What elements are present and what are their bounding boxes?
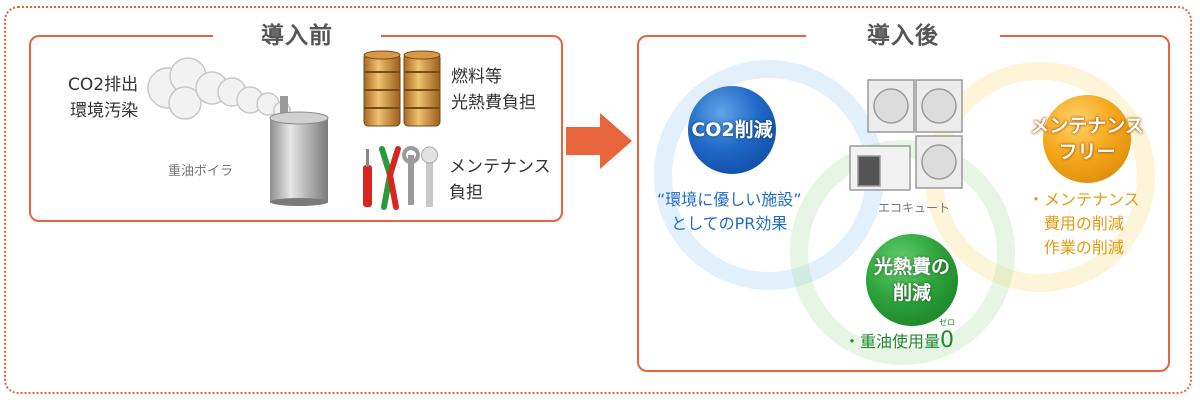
zero-ruby: ゼロ [939,318,956,327]
fuel-cost-label: 燃料等 光熱費負担 [451,67,536,113]
after-title: 導入後 [806,21,1000,51]
maintenance-burden-label: メンテナンス 負担 [449,157,551,203]
co2-pr-effect-text: “環境に優しい施設” としてのPR効果 [657,190,802,233]
maintenance-free-badge: メンテナンス フリー [1030,95,1144,183]
heavy-oil-usage-text: ・重油使用量 [844,332,941,351]
heat-pump-unit-icon [849,79,963,191]
outer-frame [4,6,1192,394]
boiler-tank-icon [269,96,329,206]
zero-value: 0 [940,328,955,353]
ecocute-label: エコキュート [878,201,951,215]
maintenance-cost-text: ・メンテナンス 費用の削減 作業の削減 [1028,190,1140,257]
arrow-right-icon [566,113,632,169]
heavy-oil-boiler-label: 重油ボイラ [168,164,234,179]
tools-icon [363,146,438,210]
heat-cost-badge: 光熱費の 削減 [866,234,958,326]
co2-emission-label: CO2排出 環境汚染 [68,75,139,121]
oil-drum-icon [363,50,441,127]
smoke-cloud-icon [147,57,291,120]
before-title: 導入前 [213,21,381,51]
co2-reduction-badge: CO2削減 [688,86,776,174]
